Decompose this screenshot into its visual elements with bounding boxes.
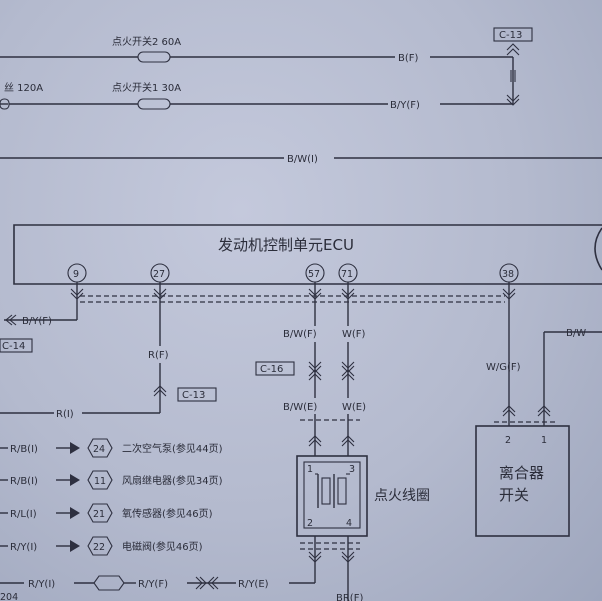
wire-ri-label: R(I) (56, 409, 74, 420)
coil-pin-4: 4 (346, 518, 352, 529)
svg-text:11: 11 (94, 476, 106, 487)
ref-label-24: 二次空气泵(参见44页) (122, 442, 223, 455)
wire-pin27: R(F) C-13 R(I) (0, 282, 217, 420)
wire-wf-label: W(F) (342, 329, 366, 340)
wire-bf-label: B(F) (398, 53, 419, 64)
ecu-pin-27: 27 (150, 263, 170, 283)
fuse-line-ig1: 丝 120A 点火开关1 30A B/Y(F) (0, 81, 513, 111)
ref-row-22: R/Y(I) 22 电磁阀(参见46页) (0, 536, 203, 556)
coil-bottom-wires: BR(F) (300, 536, 363, 601)
svg-text:38: 38 (502, 269, 514, 280)
page-number-fragment: 204 (0, 592, 18, 601)
ecu-pin-38: 38 (499, 263, 519, 283)
ref-label-21: 氧传感器(参见46页) (122, 507, 213, 520)
wire-brf-bottom-label: BR(F) (336, 593, 363, 601)
clutch-label-2: 开关 (499, 486, 529, 504)
ecu-box: 发动机控制单元ECU (13, 224, 602, 285)
clutch-label-1: 离合器 (499, 464, 544, 482)
svg-text:57: 57 (308, 269, 320, 280)
svg-text:71: 71 (341, 269, 353, 280)
ignition-coil-label: 点火线圈 (374, 488, 430, 504)
clutch-pin-1: 1 (541, 435, 547, 446)
svg-text:22: 22 (93, 542, 105, 553)
connector-c16: C-16 (255, 361, 295, 376)
connector-c13-top: C-13 (493, 27, 533, 106)
wire-bwi-label: B/W(I) (287, 154, 318, 165)
wire-ryi-bottom-label: R/Y(I) (28, 579, 55, 590)
ref-label-22: 电磁阀(参见46页) (122, 540, 203, 553)
connector-c14: C-14 (2, 341, 25, 352)
wire-wgf-label: W/G(F) (486, 362, 521, 373)
ref-row-21: R/L(I) 21 氧传感器(参见46页) (0, 503, 213, 523)
ref-row-24: R/B(I) 24 二次空气泵(参见44页) (0, 438, 223, 458)
wire-pin9: B/Y(F) C-14 (0, 282, 78, 353)
connector-c13-mid: C-13 (182, 390, 205, 401)
wire-rbi-2-label: R/B(I) (10, 476, 38, 487)
fuse-line-ig2: 点火开关2 60A B(F) (0, 35, 513, 64)
bottom-ry-chain: R/Y(I) R/Y(F) R/Y(E) 204 (0, 575, 315, 601)
fuse-ig1-label: 点火开关1 30A (112, 81, 181, 94)
wire-pin57: B/W(F) B/W(E) (283, 282, 322, 456)
svg-text:C-13: C-13 (499, 30, 522, 41)
ecu-pin-9: 9 (67, 263, 87, 283)
fuse-ig2-label: 点火开关2 60A (112, 35, 181, 48)
wire-byf-left-label: B/Y(F) (22, 316, 52, 327)
wire-rf-label: R(F) (148, 350, 169, 361)
ref-label-11: 风扇继电器(参见34页) (122, 474, 223, 487)
wire-bwi-line: B/W(I) (0, 154, 602, 165)
clutch-switch: 2 1 离合器 开关 (475, 425, 570, 537)
wire-pin38: W/G(F) B/W (486, 282, 602, 426)
svg-text:27: 27 (153, 269, 165, 280)
svg-text:9: 9 (73, 269, 79, 280)
wire-bwf-label: B/W(F) (283, 329, 317, 340)
wire-rye-bottom-label: R/Y(E) (238, 579, 269, 590)
svg-text:C-16: C-16 (260, 364, 283, 375)
wire-ryi-label: R/Y(I) (10, 542, 37, 553)
ignition-coil: 1 3 2 4 点火线圈 (296, 455, 430, 537)
svg-text:21: 21 (93, 509, 105, 520)
coil-pin-3: 3 (349, 464, 355, 475)
wire-ryf-bottom-label: R/Y(F) (138, 579, 168, 590)
wire-bwe-label: B/W(E) (283, 402, 317, 413)
ref-row-11: R/B(I) 11 风扇继电器(参见34页) (0, 470, 223, 490)
coil-pin-2: 2 (307, 518, 313, 529)
wire-bw-right-label: B/W (566, 328, 586, 339)
ecu-title: 发动机控制单元ECU (218, 236, 354, 254)
wire-we-label: W(E) (342, 402, 366, 413)
ecu-pin-57: 57 (305, 263, 325, 283)
fuse-left-label: 丝 120A (4, 82, 43, 94)
wire-rbi-1-label: R/B(I) (10, 444, 38, 455)
clutch-pin-2: 2 (505, 435, 511, 446)
ecu-pin-71: 71 (338, 263, 358, 283)
ecu-pin-chevrons (70, 288, 516, 300)
coil-pin-1: 1 (307, 464, 313, 475)
wire-pin71: W(F) W(E) (341, 282, 366, 456)
wire-byf-top-label: B/Y(F) (390, 100, 420, 111)
wire-rli-label: R/L(I) (10, 509, 37, 520)
shield-dashes (80, 295, 505, 303)
svg-text:24: 24 (93, 444, 105, 455)
